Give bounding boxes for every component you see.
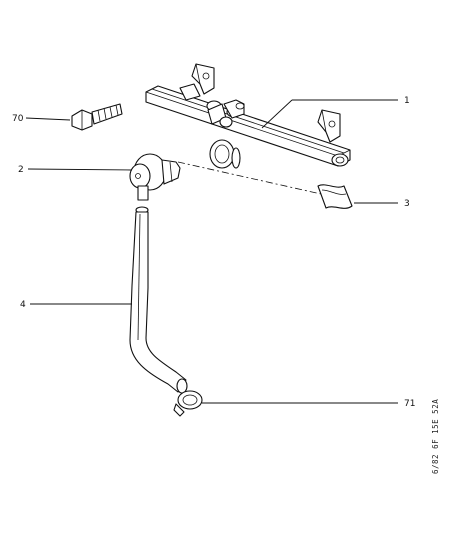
drawing-reference-code: 6/82 6F 15E 52A [431, 399, 440, 474]
callout-1: 1 [404, 96, 410, 106]
assembly-centerline [177, 161, 331, 197]
callout-4: 4 [20, 300, 26, 310]
leader-2 [27, 168, 133, 171]
hose-clamp-part-71 [173, 390, 203, 417]
fuel-rail-part-1 [145, 63, 351, 167]
callout-3: 3 [404, 199, 410, 209]
leader-70 [25, 117, 71, 121]
pressure-regulator-part-2 [129, 153, 181, 201]
callout-71: 71 [404, 399, 415, 409]
callout-2: 2 [18, 165, 24, 175]
fuel-hose-part-4 [129, 206, 188, 394]
leader-1-to-rail [261, 99, 293, 129]
seal-ring [209, 139, 241, 169]
bolt-part-70 [71, 103, 123, 131]
callout-70: 70 [12, 114, 24, 124]
pipe-section-part-3 [317, 184, 353, 209]
